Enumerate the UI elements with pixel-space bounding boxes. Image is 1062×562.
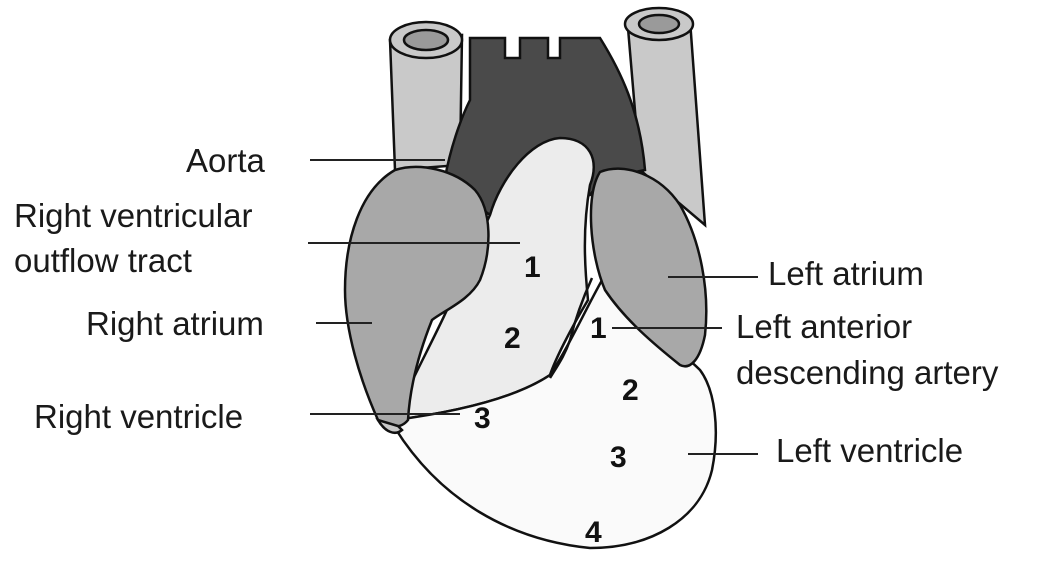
label-aorta: Aorta — [186, 142, 266, 179]
segment-number-apex-4: 4 — [585, 516, 602, 549]
label-right-ventricle: Right ventricle — [34, 398, 243, 435]
segment-number-rv-2: 2 — [504, 322, 521, 355]
label-left-ventricle: Left ventricle — [776, 432, 963, 469]
segment-number-rv-1: 1 — [524, 251, 541, 284]
label-rvot-line2: outflow tract — [14, 242, 192, 279]
label-rvot-line1: Right ventricular — [14, 197, 252, 234]
segment-number-lad-1: 1 — [590, 312, 607, 345]
label-right-atrium: Right atrium — [86, 305, 264, 342]
segment-number-rv-3: 3 — [474, 402, 491, 435]
segment-number-lv-3: 3 — [610, 441, 627, 474]
label-lad-line1: Left anterior — [736, 308, 912, 345]
label-lad-line2: descending artery — [736, 354, 999, 391]
label-left-atrium: Left atrium — [768, 255, 924, 292]
segment-number-lv-2: 2 — [622, 374, 639, 407]
